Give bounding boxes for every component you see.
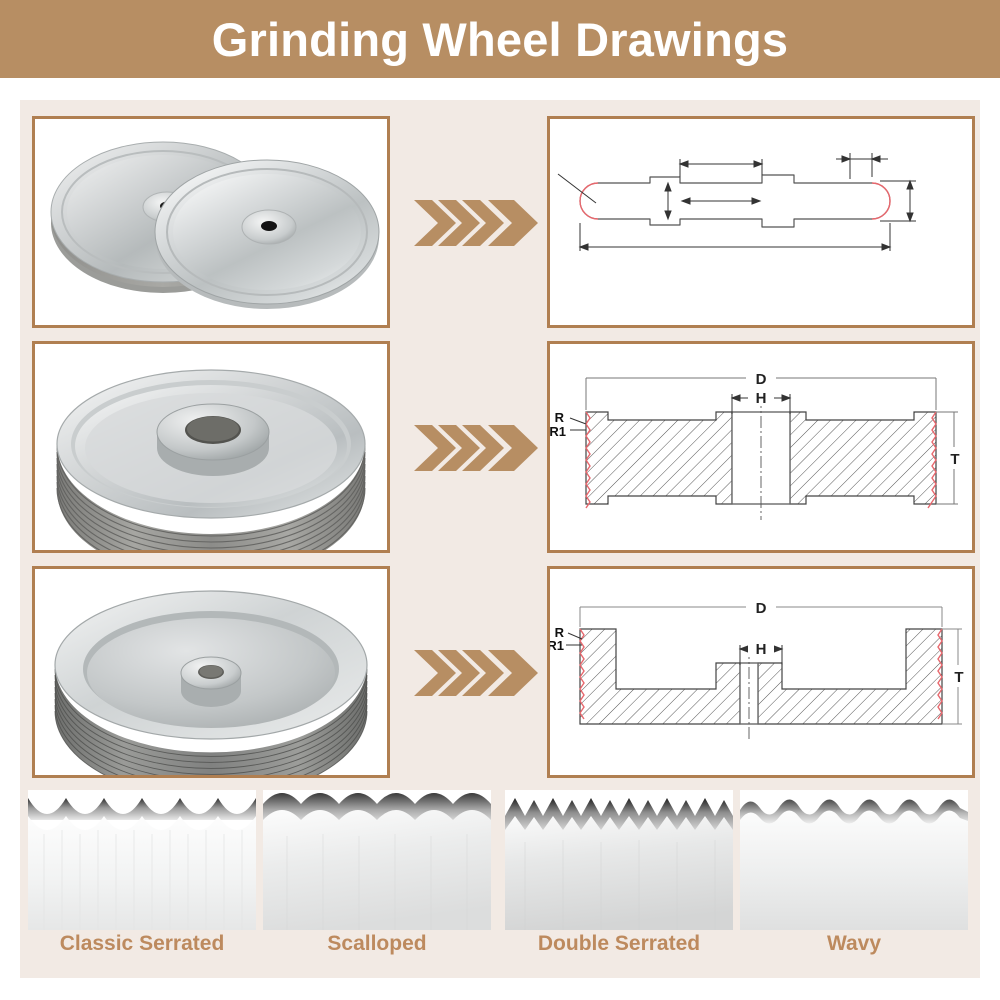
dim-label-D: D — [756, 371, 767, 388]
dim-label-R1: R1 — [550, 424, 566, 439]
double-recess-wheel-section-drawing: D H — [550, 344, 972, 550]
flat-wheel-profile-drawing — [550, 119, 972, 325]
bore-column — [731, 396, 791, 520]
ribbed-grinding-wheel-photo — [35, 344, 387, 550]
center-hub — [156, 403, 270, 476]
content-panel: D H — [20, 100, 980, 978]
bore-column — [739, 647, 759, 739]
blade-sample-wavy — [740, 790, 968, 930]
chevron-arrow-2 — [412, 419, 540, 477]
blade-label-scalloped: Scalloped — [327, 932, 427, 955]
blade-label-classic-serrated: Classic Serrated — [59, 932, 225, 955]
blade-label-double-serrated: Double Serrated — [537, 932, 701, 955]
page-header: Grinding Wheel Drawings — [0, 0, 1000, 78]
photo-card-2 — [32, 341, 390, 553]
blade-sample-double-serrated — [505, 790, 733, 930]
product-row-3: D H — [20, 566, 980, 778]
drawing-card-1 — [547, 116, 975, 328]
ribbed-rim — [56, 444, 366, 550]
blade-edge-samples: Classic Serrated Scalloped Double Serrat… — [20, 790, 980, 978]
product-row-2: D H — [20, 341, 980, 553]
photo-card-1 — [32, 116, 390, 328]
twin-flat-grinding-wheels-photo — [35, 119, 387, 325]
center-hub — [180, 656, 242, 707]
dim-label-R: R — [555, 625, 565, 640]
page-title: Grinding Wheel Drawings — [211, 12, 789, 66]
drawing-card-2: D H — [547, 341, 975, 553]
dim-label-D: D — [756, 600, 767, 617]
blade-sample-classic-serrated — [28, 790, 256, 930]
photo-card-3 — [32, 566, 390, 778]
front-disc — [154, 159, 380, 309]
dim-label-T: T — [950, 451, 959, 468]
cup-grinding-wheel-photo — [35, 569, 387, 775]
dim-label-H: H — [756, 641, 767, 658]
cup-wheel-section-drawing: D H — [550, 569, 972, 775]
abrasive-rim — [54, 665, 368, 775]
dim-label-R: R — [555, 410, 565, 425]
product-row-1 — [20, 116, 980, 328]
chevron-arrow-1 — [412, 194, 540, 252]
dim-label-H: H — [756, 390, 767, 407]
dim-label-R1: R1 — [550, 638, 564, 653]
blade-label-wavy: Wavy — [826, 932, 882, 955]
blade-sample-scalloped — [263, 790, 491, 930]
chevron-arrow-3 — [412, 644, 540, 702]
drawing-card-3: D H — [547, 566, 975, 778]
dim-label-T: T — [954, 669, 963, 686]
section-body — [585, 411, 937, 505]
